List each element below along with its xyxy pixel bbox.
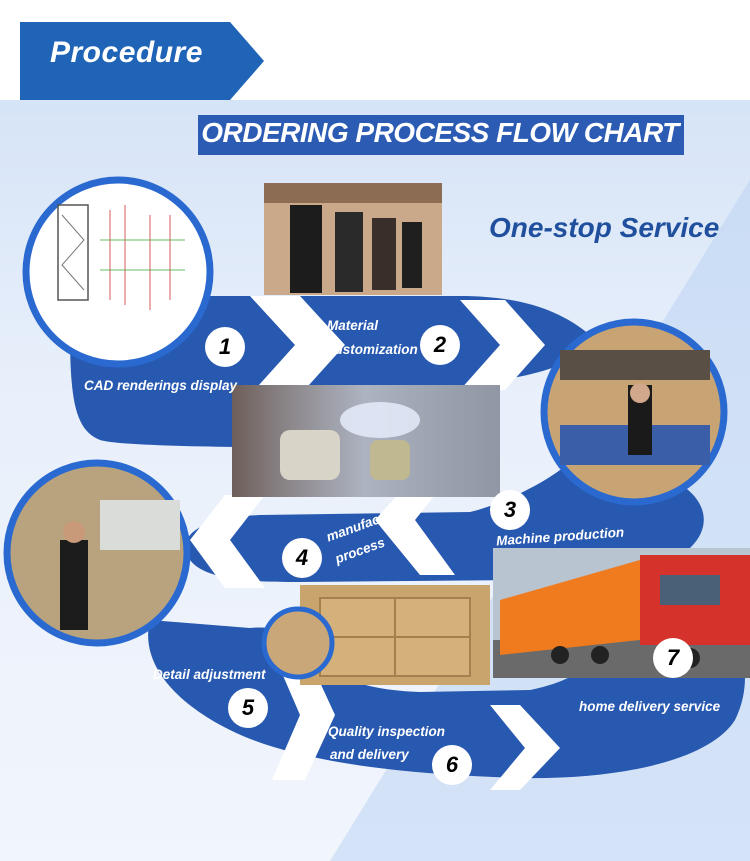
step-6-number: 6 [432, 745, 472, 785]
chevron-arrow [490, 705, 560, 790]
title-banner [198, 115, 684, 155]
step-6-label-line2: and delivery [330, 747, 409, 762]
procedure-label: Procedure [50, 36, 203, 69]
step-5-number: 5 [228, 688, 268, 728]
slogan: One-stop Service [489, 212, 720, 243]
step-2-label-line1: Material [327, 318, 379, 333]
step-5-label: Detail adjustment [153, 667, 266, 682]
step-3-number: 3 [490, 490, 530, 530]
step-7-label: home delivery service [579, 699, 721, 714]
procedure-tab-arrow [230, 22, 264, 100]
cad-drawing-photo [22, 176, 214, 368]
procedure-tab [20, 22, 230, 100]
page-title: ORDERING PROCESS FLOW CHART [201, 117, 679, 148]
chevron-arrow [460, 300, 545, 390]
step-4-number: 4 [282, 538, 322, 578]
detail-adjustment-photo [3, 459, 191, 647]
step-6-label-line1: Quality inspection [328, 724, 446, 739]
chevron-arrow [190, 495, 265, 588]
step-1-label: CAD renderings display [84, 378, 238, 393]
step-2-label-line2: customization [327, 342, 418, 357]
step-1-number: 1 [205, 327, 245, 367]
step-2-number: 2 [420, 325, 460, 365]
chevron-arrow [250, 296, 345, 395]
step-7-number: 7 [653, 638, 693, 678]
crate-inspection-photo [261, 606, 335, 680]
chevron-arrow [375, 470, 455, 575]
